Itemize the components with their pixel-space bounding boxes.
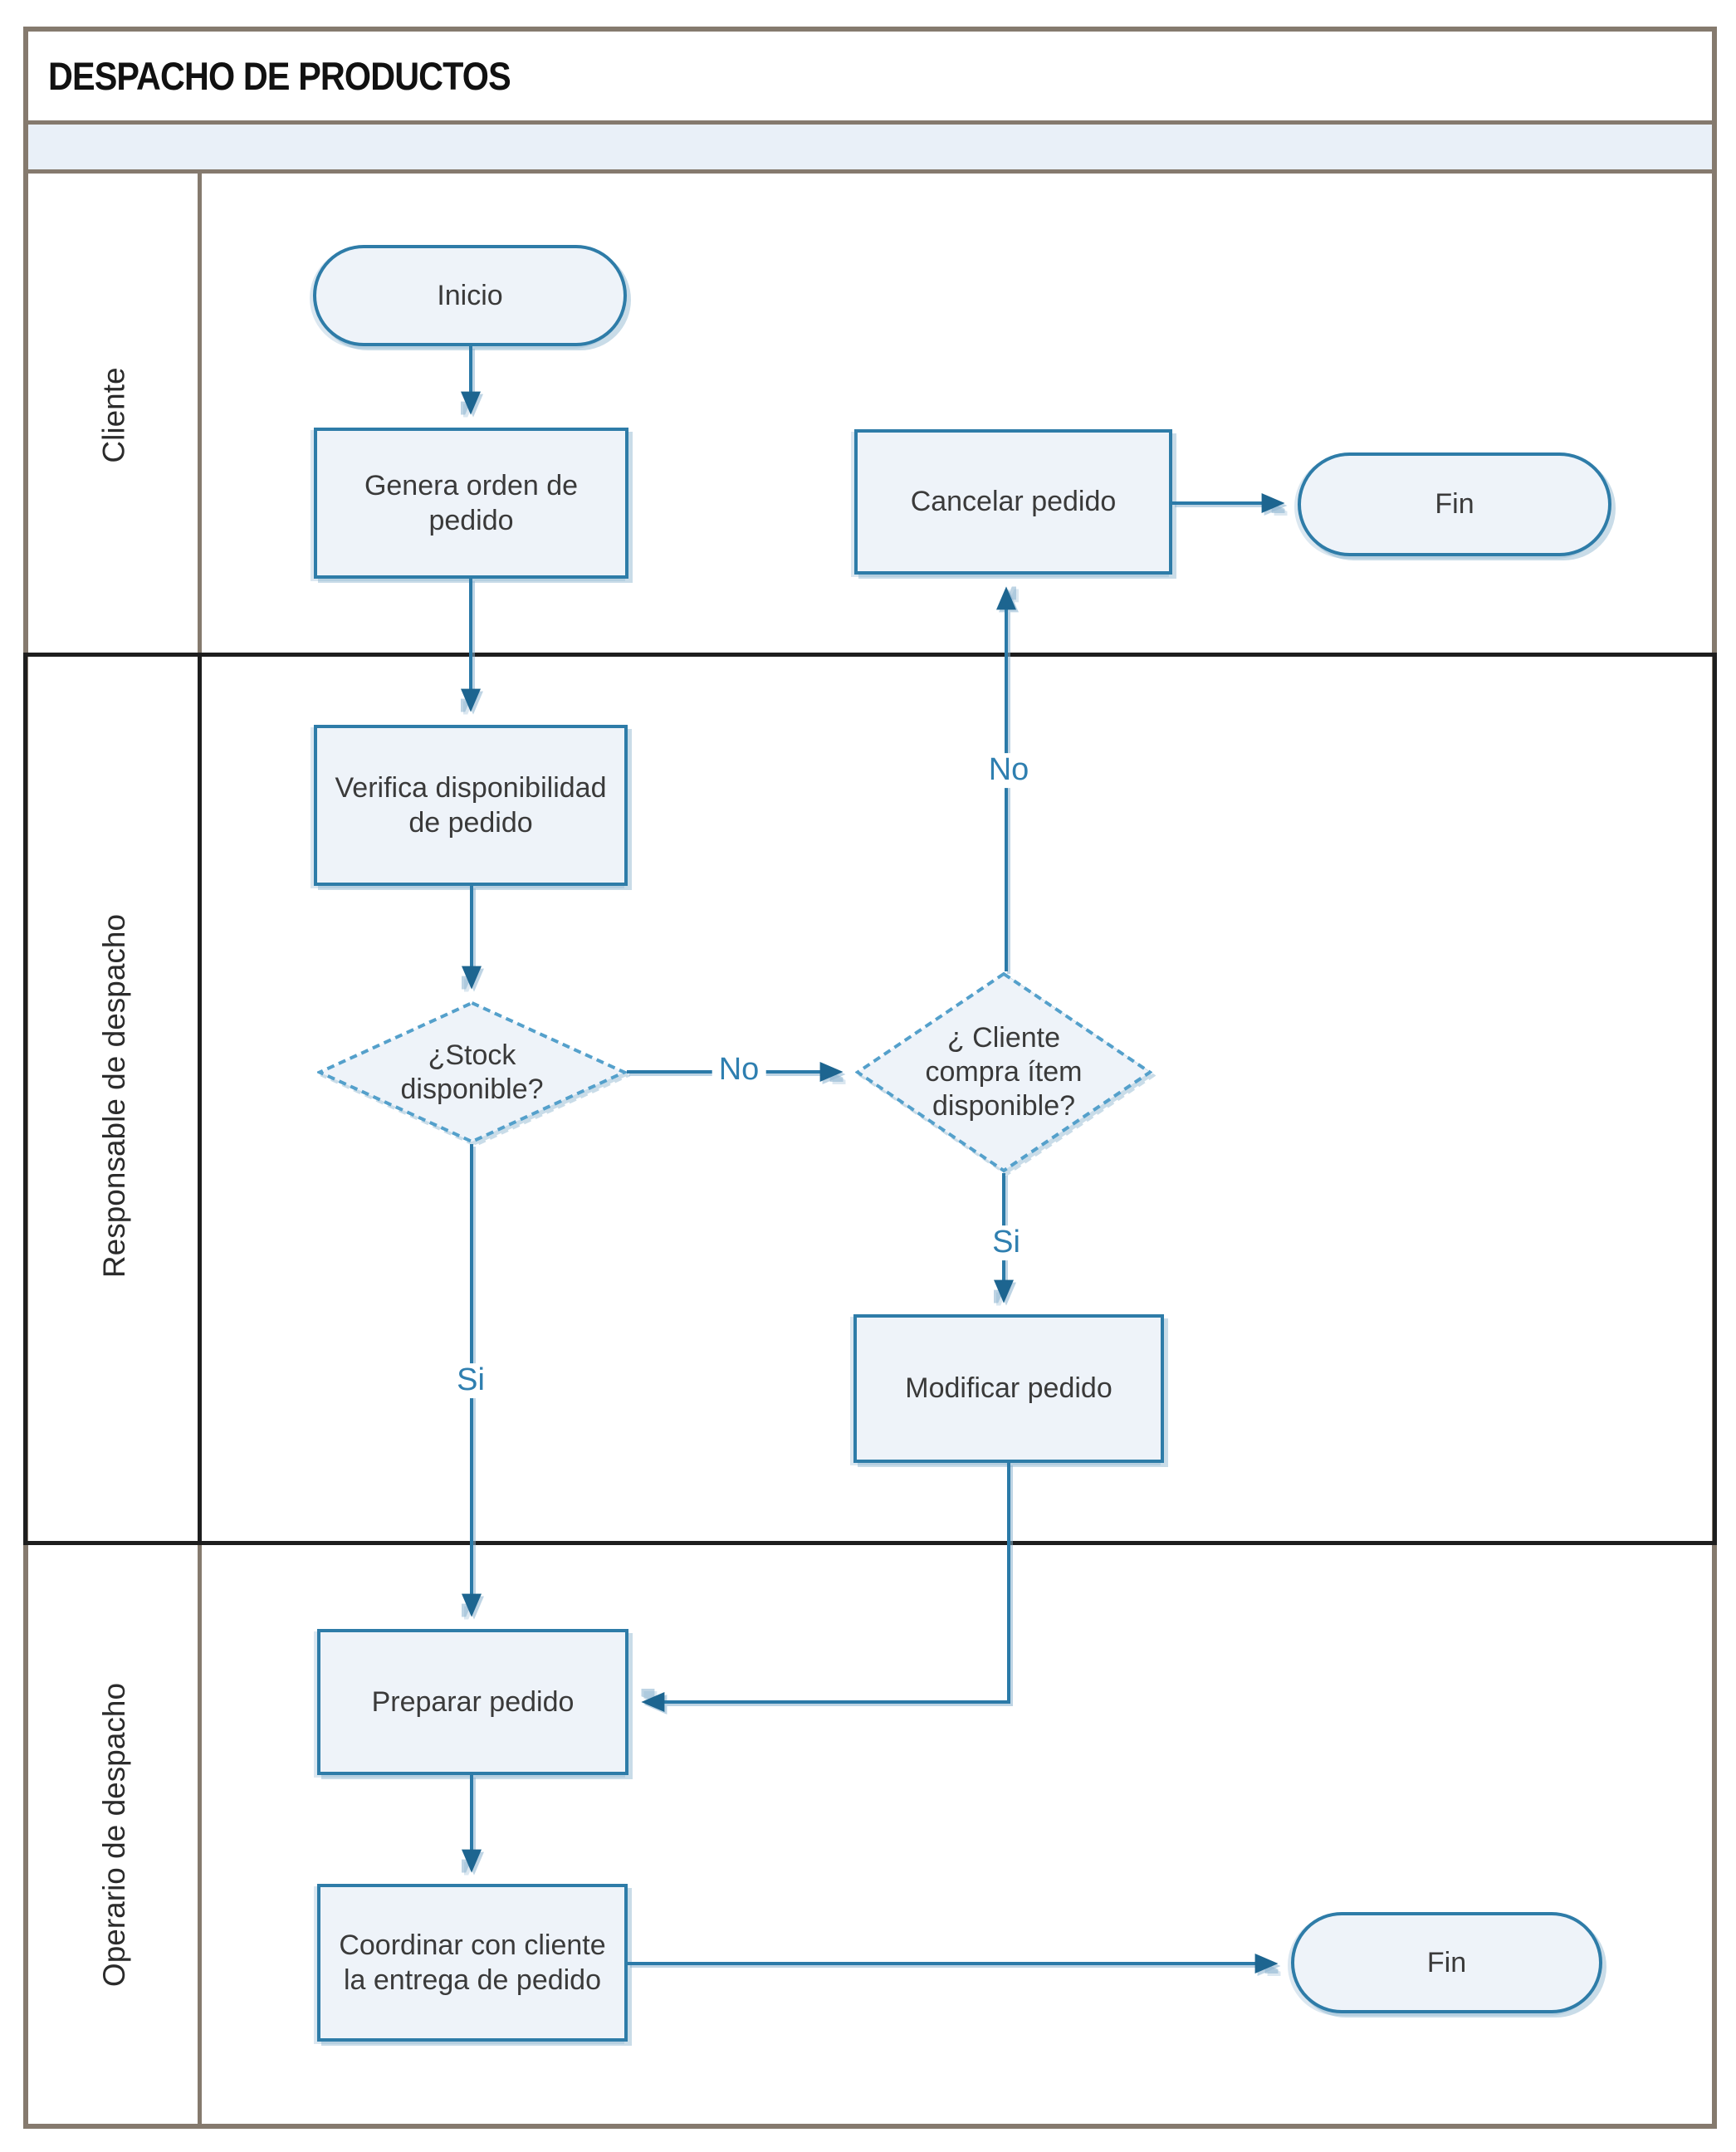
- lane-label-operario: Operario de despacho: [97, 1682, 132, 1988]
- decision-diamond-shape: [855, 971, 1152, 1173]
- decision-cliente-compra: ¿ Cliente compra ítem disponible?: [855, 971, 1152, 1173]
- start-label: Inicio: [437, 279, 503, 311]
- edge-label-cliente-no: No: [981, 752, 1036, 788]
- header-strip: [28, 125, 1712, 174]
- process-verifica-label: Verifica disponibilidad de pedido: [335, 771, 607, 839]
- process-cancelar-pedido: Cancelar pedido: [854, 429, 1172, 575]
- process-cancelar-pedido-label: Cancelar pedido: [910, 486, 1117, 518]
- process-preparar-pedido: Preparar pedido: [317, 1629, 628, 1775]
- edge-label-stock-no: No: [712, 1052, 766, 1088]
- process-verifica-disponibilidad: Verifica disponibilidad de pedido: [314, 725, 628, 886]
- end-terminator-bottom: Fin: [1291, 1912, 1602, 2013]
- process-genera-orden: Genera orden de pedido: [314, 428, 628, 579]
- edge-label-stock-si: Si: [450, 1362, 491, 1398]
- process-preparar-label: Preparar pedido: [371, 1685, 575, 1718]
- process-modificar-label: Modificar pedido: [905, 1372, 1113, 1405]
- edge-label-cliente-si: Si: [985, 1225, 1027, 1260]
- lane-label-responsable: Responsable de despacho: [97, 913, 132, 1279]
- decision-cliente-label: ¿ Cliente compra ítem disponible?: [925, 1022, 1083, 1122]
- decision-stock-label: ¿Stock disponible?: [400, 1039, 544, 1105]
- title-bar: DESPACHO DE PRODUCTOS: [23, 27, 1717, 125]
- decision-diamond-shape: [317, 1000, 627, 1144]
- lane-responsable-label-divider: [198, 653, 202, 1545]
- process-coordinar-entrega: Coordinar con cliente la entrega de pedi…: [317, 1884, 628, 2042]
- end-top-label: Fin: [1435, 488, 1474, 521]
- end-terminator-top: Fin: [1298, 452, 1611, 556]
- process-modificar-pedido: Modificar pedido: [853, 1314, 1164, 1463]
- process-coordinar-label: Coordinar con cliente la entrega de pedi…: [339, 1929, 606, 1997]
- start-terminator: Inicio: [313, 245, 627, 346]
- lane-label-cliente: Cliente: [97, 367, 131, 463]
- page-title: DESPACHO DE PRODUCTOS: [48, 54, 511, 98]
- decision-stock-disponible: ¿Stock disponible?: [317, 1000, 627, 1144]
- end-bottom-label: Fin: [1426, 1946, 1467, 1978]
- process-genera-orden-label: Genera orden de pedido: [364, 469, 579, 537]
